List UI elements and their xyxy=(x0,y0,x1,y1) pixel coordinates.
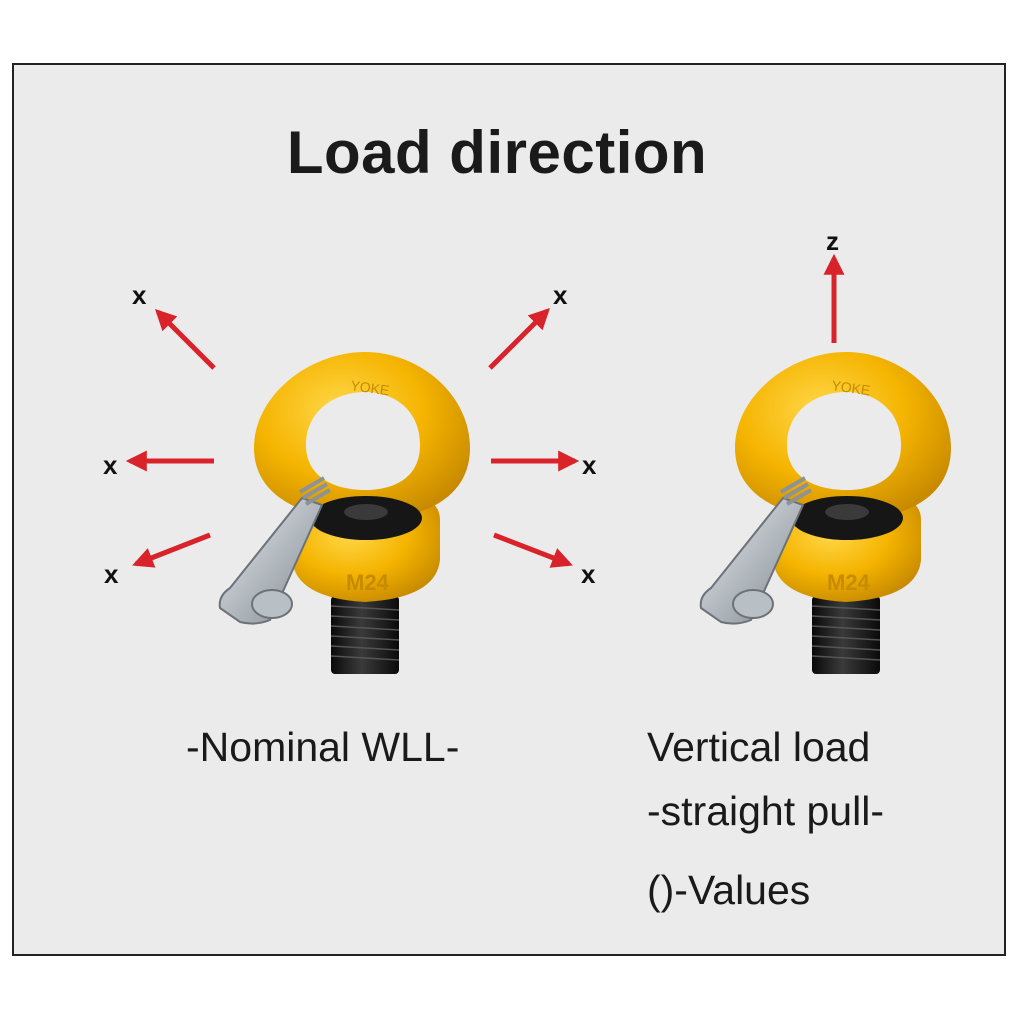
eye-ring xyxy=(254,352,470,520)
arrow-upper-left xyxy=(155,309,216,370)
diagram-title: Load direction xyxy=(286,119,708,186)
arrow-lower-right xyxy=(493,532,573,568)
label-x-left: x xyxy=(103,450,118,480)
caption-straight-pull: -straight pull- xyxy=(647,788,884,834)
arrow-lower-left xyxy=(132,532,211,568)
eyebolt-right-image: YOKE M24 xyxy=(699,352,951,674)
eyebolt-left-image: YOKE M24 xyxy=(218,352,470,674)
caption-values: ()-Values xyxy=(647,867,811,913)
arrow-upper-right xyxy=(488,308,550,370)
label-z: z xyxy=(826,226,839,256)
label-x-lower-right: x xyxy=(581,559,596,589)
left-direction-arrows xyxy=(125,308,580,568)
thread-shank xyxy=(331,596,399,674)
label-x-upper-left: x xyxy=(132,280,147,310)
label-x-right: x xyxy=(582,450,597,480)
label-x-upper-right: x xyxy=(553,280,568,310)
ring-marking-right: YOKE xyxy=(831,377,872,398)
caption-nominal-wll: -Nominal WLL- xyxy=(186,724,460,770)
bolt-marking-right: M24 xyxy=(827,570,871,595)
caption-vertical-load: Vertical load xyxy=(647,724,871,770)
bolt-marking-left: M24 xyxy=(346,570,390,595)
ring-marking-left: YOKE xyxy=(350,377,391,398)
spring-pin xyxy=(298,476,332,506)
label-x-lower-left: x xyxy=(104,559,119,589)
safety-plate xyxy=(218,496,324,625)
